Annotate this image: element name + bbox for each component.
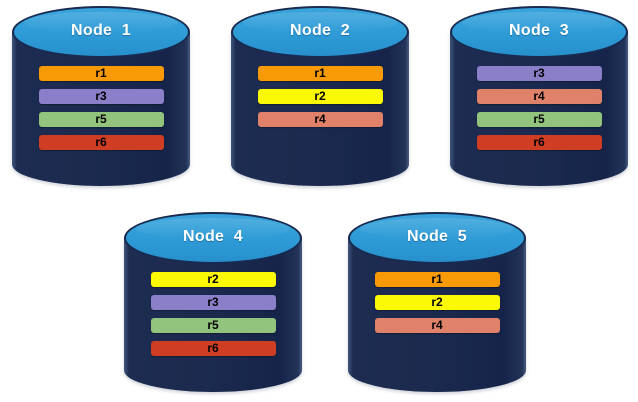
replica-label: r3 [207, 295, 219, 309]
node-label: Node 1 [71, 22, 131, 39]
replica-label: r5 [95, 112, 107, 126]
replica-label: r1 [431, 272, 443, 286]
replica-label: r3 [95, 89, 107, 103]
replica-bar[interactable]: r6 [38, 135, 164, 150]
replica-label: r2 [314, 89, 326, 103]
replica-list: r2 r3 r5 r6 [124, 272, 302, 356]
replica-bar[interactable]: r1 [374, 272, 500, 287]
replica-bar[interactable]: r5 [476, 112, 602, 127]
replica-bar[interactable]: r6 [476, 135, 602, 150]
replica-bar[interactable]: r1 [257, 66, 383, 81]
node-label: Node 5 [407, 228, 467, 245]
node-label: Node 4 [183, 228, 243, 245]
node-label: Node 3 [509, 22, 569, 39]
replica-bar[interactable]: r4 [476, 89, 602, 104]
replica-list: r1 r3 r5 r6 [12, 66, 190, 150]
replica-bar[interactable]: r3 [476, 66, 602, 81]
replica-bar[interactable]: r5 [150, 318, 276, 333]
database-node-2[interactable]: Node 2 r1 r2 r4 [231, 6, 409, 186]
replica-label: r5 [533, 112, 545, 126]
replica-label: r4 [533, 89, 545, 103]
replica-label: r1 [95, 66, 107, 80]
replica-bar[interactable]: r3 [150, 295, 276, 310]
replica-label: r4 [314, 112, 326, 126]
replica-bar[interactable]: r4 [374, 318, 500, 333]
replica-bar[interactable]: r1 [38, 66, 164, 81]
replica-label: r1 [314, 66, 326, 80]
database-node-5[interactable]: Node 5 r1 r2 r4 [348, 212, 526, 392]
replica-list: r1 r2 r4 [231, 66, 409, 127]
replica-label: r5 [207, 318, 219, 332]
database-node-3[interactable]: Node 3 r3 r4 r5 r6 [450, 6, 628, 186]
replica-label: r6 [95, 135, 107, 149]
node-top-ellipse [450, 6, 628, 58]
replica-label: r2 [431, 295, 443, 309]
database-node-1[interactable]: Node 1 r1 r3 r5 r6 [12, 6, 190, 186]
replica-bar[interactable]: r6 [150, 341, 276, 356]
replica-label: r2 [207, 272, 219, 286]
replica-list: r3 r4 r5 r6 [450, 66, 628, 150]
replica-bar[interactable]: r2 [150, 272, 276, 287]
replica-bar[interactable]: r2 [374, 295, 500, 310]
replica-bar[interactable]: r5 [38, 112, 164, 127]
database-node-4[interactable]: Node 4 r2 r3 r5 r6 [124, 212, 302, 392]
replica-label: r6 [533, 135, 545, 149]
replica-label: r6 [207, 341, 219, 355]
replica-label: r3 [533, 66, 545, 80]
replica-bar[interactable]: r3 [38, 89, 164, 104]
replica-bar[interactable]: r4 [257, 112, 383, 127]
replica-label: r4 [431, 318, 443, 332]
node-label: Node 2 [290, 22, 350, 39]
replica-list: r1 r2 r4 [348, 272, 526, 333]
replica-bar[interactable]: r2 [257, 89, 383, 104]
